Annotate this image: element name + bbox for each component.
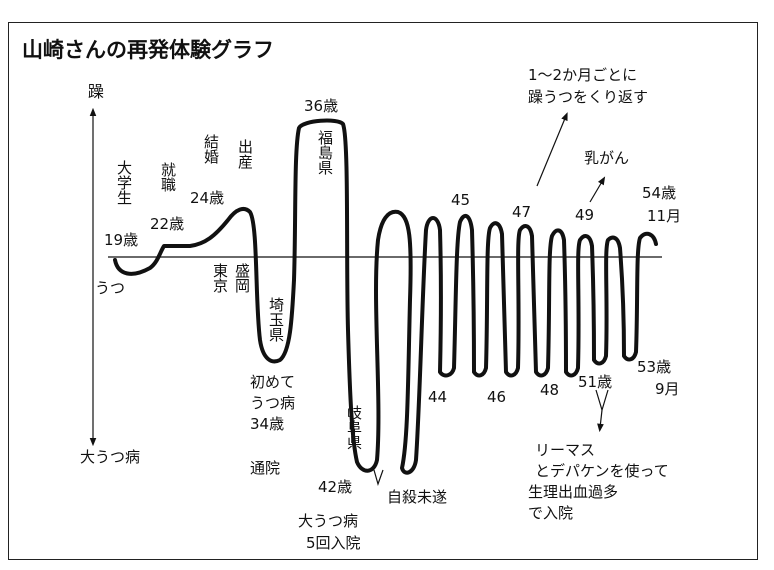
breast-cancer-arrow	[589, 176, 606, 203]
cycle-arrow	[536, 112, 568, 187]
suicide-attempt-brace	[373, 469, 384, 486]
lithium-arrow	[597, 409, 604, 433]
age-44-label: 44	[428, 388, 447, 406]
lithium-note-line4: で入院	[528, 504, 573, 522]
page-title: 山崎さんの再発体験グラフ	[22, 38, 274, 62]
september-label: 9月	[655, 380, 680, 398]
mood-curve	[113, 118, 658, 475]
morioka-label: 盛岡	[233, 263, 251, 294]
childbirth-label: 出産	[236, 139, 254, 170]
age-36-label: 36歳	[304, 97, 338, 115]
age-45-label: 45	[451, 191, 470, 209]
suicide-attempt-label: 自殺未遂	[387, 488, 447, 506]
breast-cancer-label: 乳がん	[584, 149, 629, 167]
major-depression-axis-label: 大うつ病	[80, 448, 140, 466]
lithium-note-line3: 生理出血過多	[528, 483, 618, 501]
fukushima-label: 福島県	[316, 130, 334, 175]
cycle-note-line1: 1～2か月ごとに	[528, 66, 637, 84]
age-49-label: 49	[575, 206, 594, 224]
lithium-brace	[595, 389, 609, 413]
age-24-label: 24歳	[190, 189, 224, 207]
mania-axis-label: 躁	[88, 82, 104, 101]
major-depression-line2: 5回入院	[306, 534, 361, 552]
depression-baseline-label: うつ	[95, 279, 125, 297]
employment-label: 就職	[159, 162, 177, 192]
gifu-label: 岐阜県	[345, 405, 363, 450]
age-22-label: 22歳	[150, 215, 184, 233]
age-53-label: 53歳	[637, 358, 671, 376]
age-19-label: 19歳	[104, 231, 138, 249]
november-label: 11月	[647, 207, 681, 225]
saitama-label: 埼玉県	[267, 297, 285, 342]
major-depression-line1: 大うつ病	[298, 512, 358, 530]
age-54-label: 54歳	[642, 184, 676, 202]
age-46-label: 46	[487, 388, 506, 406]
diagram-frame	[8, 22, 758, 560]
first-depression-line2: うつ病	[250, 394, 295, 412]
first-depression-age: 34歳	[250, 415, 284, 433]
outpatient-label: 通院	[250, 459, 280, 477]
lithium-note-line2: とデパケンを使って	[535, 462, 669, 480]
age-47-label: 47	[512, 203, 531, 221]
age-51-label: 51歳	[578, 373, 612, 391]
university-student-label: 大学生	[115, 160, 133, 205]
cycle-note-line2: 躁うつをくり返す	[528, 88, 648, 106]
age-42-label: 42歳	[318, 478, 352, 496]
tokyo-label: 東京	[211, 263, 229, 294]
marriage-label: 結婚	[202, 134, 220, 164]
lithium-note-line1: リーマス	[535, 441, 595, 459]
first-depression-line1: 初めて	[250, 373, 295, 391]
age-48-label: 48	[540, 381, 559, 399]
